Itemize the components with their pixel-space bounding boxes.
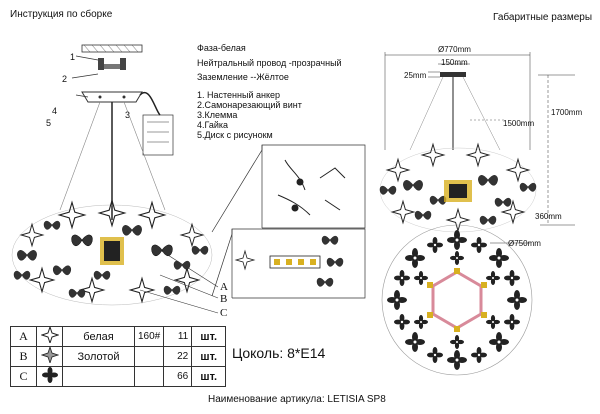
dimensions-title: Габаритные размеры	[493, 12, 593, 23]
article-name: Наименование артикула: LETISIA SP8	[208, 394, 386, 405]
section-label-b: B	[220, 293, 228, 305]
part-3: 3.Клемма	[197, 110, 238, 120]
row-name: Золотой	[62, 346, 135, 367]
part-4: 4.Гайка	[197, 120, 229, 130]
row-qty: 66	[163, 366, 193, 387]
row-code	[133, 366, 165, 387]
row-name	[62, 366, 135, 387]
callout-5: 5	[46, 118, 52, 128]
callout-2: 2	[62, 74, 68, 84]
instruction-title: Инструкция по сборке	[10, 9, 113, 20]
row-code: 160#	[133, 326, 165, 347]
flower-icon	[36, 366, 63, 387]
row-letter: C	[10, 366, 37, 387]
callout-4: 4	[52, 106, 58, 116]
row-letter: B	[10, 346, 37, 367]
star-crystal-icon	[36, 325, 63, 347]
row-unit: шт.	[191, 326, 227, 347]
row-unit: шт.	[191, 346, 227, 367]
dim-body-height: 360mm	[535, 212, 562, 221]
dim-canopy-height: 25mm	[404, 71, 427, 80]
table-row: A белая 160# 11 шт.	[10, 325, 227, 347]
dim-bottom-diameter: Ø750mm	[508, 239, 541, 248]
section-label-c: C	[220, 307, 228, 319]
star-gold-icon	[36, 345, 63, 367]
table-row: C 66 шт.	[10, 366, 227, 387]
dim-outer-diameter: Ø770mm	[438, 45, 471, 54]
row-code	[133, 346, 165, 367]
part-1: 1. Настенный анкер	[197, 90, 280, 100]
callout-3: 3	[125, 110, 131, 120]
section-label-a: A	[220, 281, 228, 293]
row-letter: A	[10, 326, 37, 347]
dim-total-height: 1700mm	[551, 108, 583, 117]
table-row: B Золотой 22 шт.	[10, 345, 227, 367]
parts-spec-table: A белая 160# 11 шт. B Золотой 22 шт. C 6…	[10, 325, 227, 387]
wiring-phase: Фаза-белая	[197, 43, 246, 53]
callout-1: 1	[70, 52, 76, 62]
row-name: белая	[62, 326, 135, 347]
part-2: 2.Самонарезающий винт	[197, 100, 302, 110]
row-qty: 22	[163, 346, 193, 367]
row-qty: 11	[163, 326, 193, 347]
part-5: 5.Диск с рисунокм	[197, 130, 273, 140]
wiring-neutral: Нейтральный провод -прозрачный	[197, 58, 342, 68]
dim-cable-length: 1500mm	[503, 119, 535, 128]
row-unit: шт.	[191, 366, 227, 387]
wiring-ground: Заземление --Жёлтое	[197, 72, 289, 82]
socket-caption: Цоколь: 8*E14	[232, 345, 326, 361]
dim-canopy-width: 150mm	[441, 58, 468, 67]
